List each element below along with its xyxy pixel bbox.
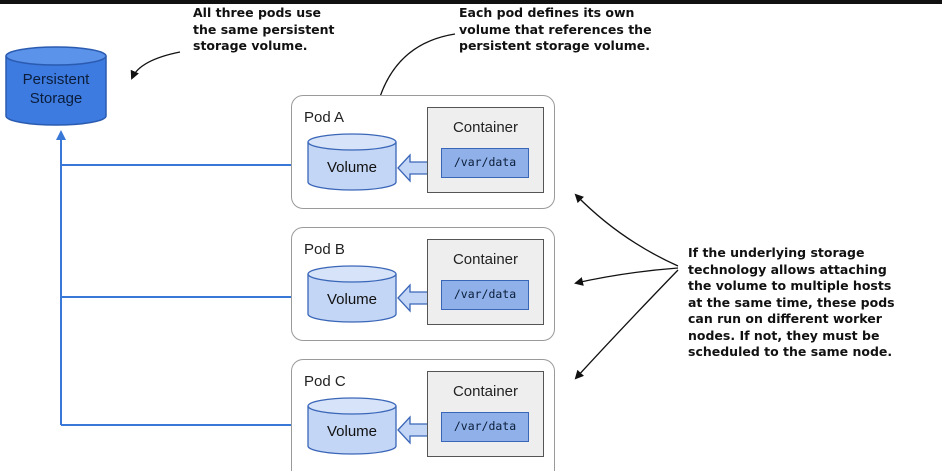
note-line: at the same time, these pods <box>688 294 895 310</box>
container-box: Container /var/data <box>427 239 544 325</box>
volume-cylinder <box>307 397 397 455</box>
volume-label: Volume <box>326 159 378 176</box>
mount-path: /var/data <box>441 412 529 442</box>
volume-label: Volume <box>326 423 378 440</box>
container-label: Container <box>452 119 519 136</box>
pod-a: Pod A Volume Container /var/data <box>291 95 555 209</box>
note-pod-volume: Each pod defines its own volume that ref… <box>459 5 652 55</box>
container-box: Container /var/data <box>427 371 544 457</box>
note-line: volume that references the <box>459 21 652 37</box>
note-line: If the underlying storage <box>688 245 865 260</box>
callout-arrow-pod-c <box>574 269 679 380</box>
top-border <box>0 0 942 4</box>
container-label: Container <box>452 383 519 400</box>
volume-cylinder <box>307 133 397 191</box>
note-line: technology allows attaching <box>688 261 887 277</box>
note-line: the volume to multiple hosts <box>688 278 892 293</box>
storage-connections <box>56 130 306 430</box>
note-line: persistent storage volume. <box>459 38 650 53</box>
note-line: scheduled to the same node. <box>688 344 893 359</box>
note-line: Each pod defines its own <box>459 5 635 20</box>
mount-path: /var/data <box>441 280 529 310</box>
note-line: storage volume. <box>193 38 308 53</box>
note-line: the same persistent <box>193 21 335 37</box>
note-shared-volume: All three pods use the same persistent s… <box>193 5 335 55</box>
persistent-storage-cylinder <box>5 46 107 126</box>
pod-c: Pod C Volume Container /var/data <box>291 359 555 471</box>
container-label: Container <box>452 251 519 268</box>
callout-arrow-pod-b <box>574 267 679 286</box>
storage-label-line-2: Storage <box>29 90 83 107</box>
pod-label: Pod B <box>304 241 345 258</box>
volume-graphics <box>307 265 441 323</box>
pod-label: Pod C <box>304 373 346 390</box>
mount-path: /var/data <box>441 148 529 178</box>
callout-arrow-pod-a <box>574 193 679 267</box>
note-line: can run on different worker <box>688 311 882 326</box>
pod-b: Pod B Volume Container /var/data <box>291 227 555 341</box>
volume-graphics <box>307 397 441 455</box>
persistent-storage-label: Persistent Storage <box>6 70 106 108</box>
note-line: All three pods use <box>193 5 322 20</box>
storage-label-line-1: Persistent <box>22 71 90 88</box>
pod-label: Pod A <box>304 109 345 126</box>
container-box: Container /var/data <box>427 107 544 193</box>
callout-arrow-storage <box>130 51 181 80</box>
volume-cylinder <box>307 265 397 323</box>
volume-label: Volume <box>326 291 378 308</box>
note-multi-host: If the underlying storage technology all… <box>688 245 895 361</box>
note-line: nodes. If not, they must be <box>688 327 880 343</box>
